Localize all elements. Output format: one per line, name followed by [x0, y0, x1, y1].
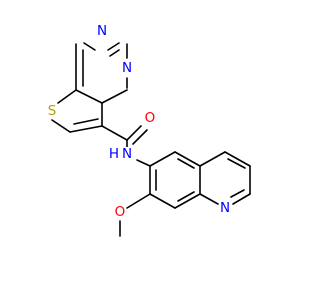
bonds	[51, 42, 251, 237]
bond	[109, 49, 120, 57]
bond	[136, 159, 151, 167]
atom-label-n-pyrimidine-right: N	[122, 60, 132, 76]
atom-label-o-methoxy: O	[115, 204, 126, 220]
bond	[83, 42, 96, 51]
molecule-structure: N N S O N H N O	[45, 23, 251, 237]
bond	[51, 119, 71, 133]
bond	[177, 191, 195, 202]
atom-labels: N N S O N H N O	[45, 23, 232, 220]
atom-nh: N H	[109, 146, 134, 162]
atom-label-s-thiophene: S	[48, 103, 57, 119]
bond	[224, 151, 251, 167]
atom-n: N	[120, 60, 134, 76]
bond	[126, 193, 151, 209]
atom-label-n-pyrimidine-top: N	[97, 23, 107, 39]
bond	[174, 193, 201, 209]
bond	[149, 151, 176, 167]
bond	[230, 189, 245, 198]
atom-label-n-quinoline: N	[220, 200, 230, 216]
bond	[75, 89, 103, 104]
atom-n: N	[218, 200, 232, 216]
bond	[101, 89, 128, 104]
bond	[227, 158, 246, 169]
bond	[57, 89, 77, 104]
bond	[107, 42, 120, 51]
bond	[69, 125, 103, 133]
atom-o: O	[113, 204, 127, 220]
atom-o: O	[143, 110, 157, 126]
bond	[177, 158, 195, 169]
bond	[149, 193, 176, 209]
bond	[126, 125, 142, 141]
atom-label-n-amide: N	[122, 146, 132, 162]
bond	[132, 129, 148, 145]
bond	[199, 151, 226, 167]
atom-label-o-carbonyl: O	[145, 110, 156, 126]
bond	[232, 193, 251, 205]
bond	[199, 193, 219, 205]
bond	[101, 125, 128, 141]
atom-s: S	[45, 103, 59, 119]
atom-label-h-amide: H	[109, 146, 119, 162]
bond	[73, 118, 99, 125]
atom-n: N	[95, 23, 109, 39]
bond	[174, 151, 201, 167]
